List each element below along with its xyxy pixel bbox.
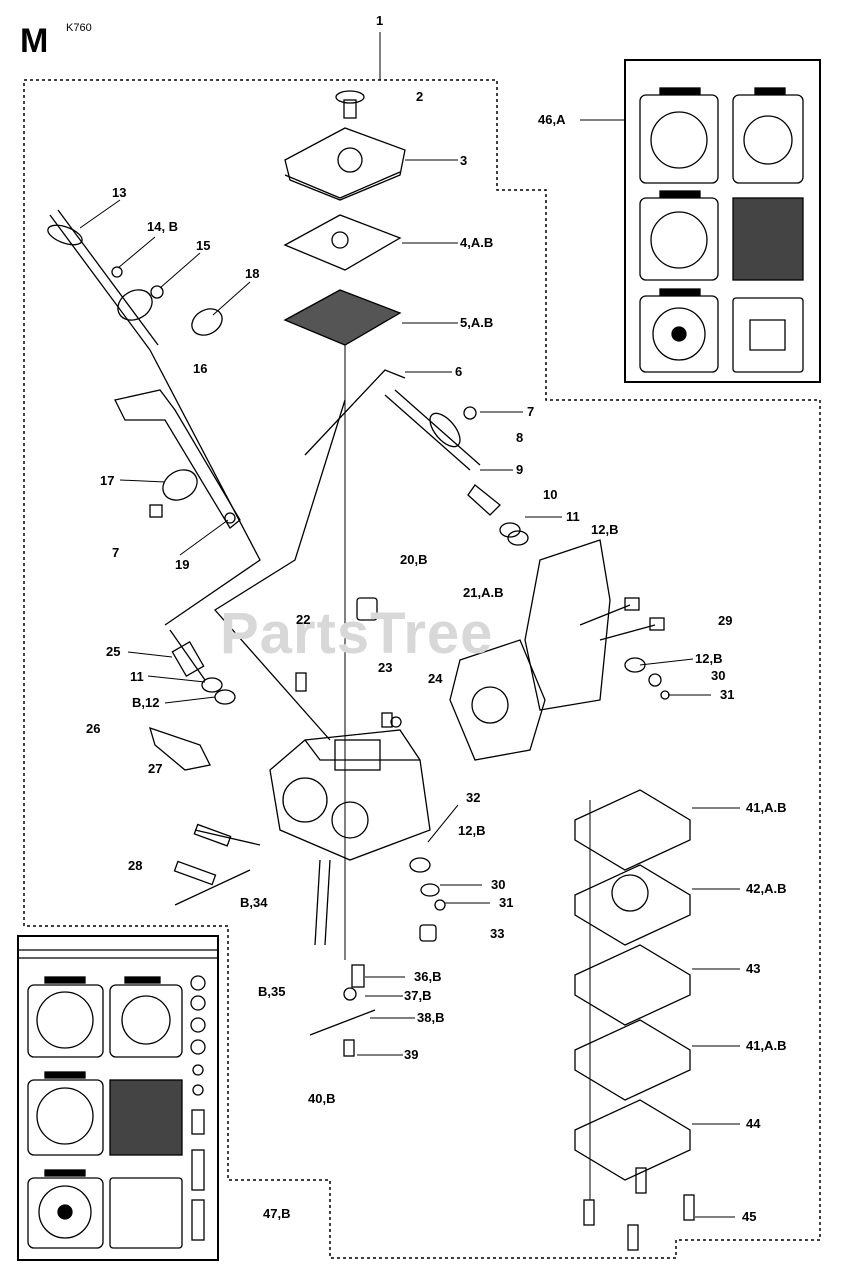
callout-27[interactable]: 27 [148,761,163,776]
callout-32[interactable]: 32 [466,790,481,805]
callout-14[interactable]: 14, B [147,219,179,234]
callout-41[interactable]: 41,A.B [746,800,787,815]
callout-31[interactable]: 31 [720,687,735,702]
kit-box-46 [624,59,821,383]
kit-46-gaskets [639,87,804,373]
callout-39[interactable]: 39 [404,1047,419,1062]
callout-45[interactable]: 45 [742,1209,757,1224]
callout-8[interactable]: 8 [516,430,524,445]
callout-12c[interactable]: 12,B [458,823,486,838]
parts-drawing [47,90,695,1251]
callout-24[interactable]: 24 [428,671,443,686]
callout-47[interactable]: 47,B [263,1206,291,1221]
section-letter: M [20,22,49,60]
callout-23[interactable]: 23 [378,660,393,675]
callout-21[interactable]: 21,A.B [463,585,504,600]
callout-12b[interactable]: 12,B [695,651,723,666]
callout-30[interactable]: 30 [711,668,726,683]
callout-30b[interactable]: 30 [491,877,506,892]
callout-1[interactable]: 1 [376,13,384,28]
callout-11b[interactable]: 11 [130,669,144,684]
callout-2[interactable]: 2 [416,89,424,104]
kit-47-gaskets [18,949,218,1249]
callout-12d[interactable]: B,12 [132,695,160,710]
callout-13[interactable]: 13 [112,185,127,200]
callout-33[interactable]: 33 [490,926,505,941]
callout-20[interactable]: 20,B [400,552,428,567]
callout-28[interactable]: 28 [128,858,143,873]
callout-43[interactable]: 43 [746,961,761,976]
callout-40[interactable]: 40,B [308,1091,336,1106]
callout-34[interactable]: B,34 [240,895,268,910]
callout-3[interactable]: 3 [460,153,468,168]
callout-42[interactable]: 42,A.B [746,881,787,896]
callout-29[interactable]: 29 [718,613,733,628]
callout-7[interactable]: 7 [527,404,535,419]
callout-26[interactable]: 26 [86,721,101,736]
assembly-outline [23,79,821,1259]
callout-19[interactable]: 19 [175,557,190,572]
callout-37[interactable]: 37,B [404,988,432,1003]
callout-17[interactable]: 17 [100,473,115,488]
callout-36[interactable]: 36,B [414,969,442,984]
callout-4[interactable]: 4,A.B [460,235,494,250]
callout-41b[interactable]: 41,A.B [746,1038,787,1053]
callout-46[interactable]: 46,A [538,112,566,127]
callout-31b[interactable]: 31 [499,895,514,910]
callout-16[interactable]: 16 [193,361,208,376]
callout-22[interactable]: 22 [296,612,311,627]
callout-11[interactable]: 11 [566,509,580,524]
callout-7b[interactable]: 7 [112,545,120,560]
model-number: K760 [66,22,92,34]
callout-10[interactable]: 10 [543,487,558,502]
callout-35[interactable]: B,35 [258,984,286,999]
callout-6[interactable]: 6 [455,364,463,379]
callout-12[interactable]: 12,B [591,522,619,537]
callout-25[interactable]: 25 [106,644,121,659]
callout-38[interactable]: 38,B [417,1010,445,1025]
watermark: PartsTree [220,601,494,666]
callout-5[interactable]: 5,A.B [460,315,494,330]
leader-lines [79,32,740,1218]
callout-44[interactable]: 44 [746,1116,761,1131]
callout-9[interactable]: 9 [516,462,524,477]
kit-box-47 [17,935,219,1261]
callout-15[interactable]: 15 [196,238,211,253]
callout-18[interactable]: 18 [245,266,260,281]
